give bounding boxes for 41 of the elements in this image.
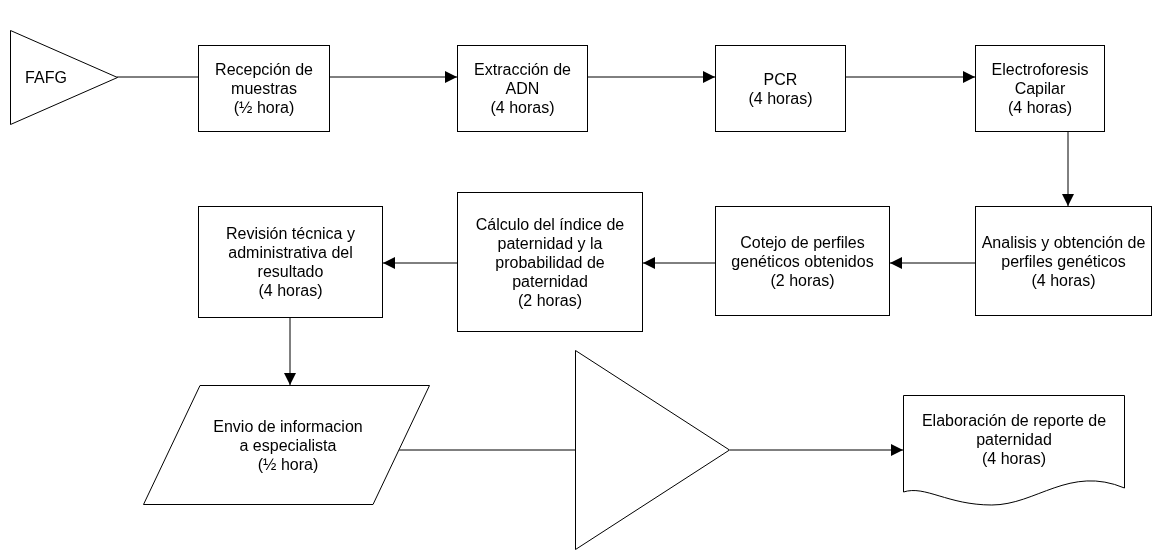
arrow	[642, 257, 716, 269]
node-label: Cálculo del índice de paternidad y la probabilidad de paternidad	[474, 214, 626, 291]
process-box	[975, 45, 1105, 132]
node-label: Analisis y obtención de perfiles genéticos	[980, 232, 1147, 271]
process-box	[715, 206, 890, 316]
process-box	[457, 45, 588, 132]
node-label: FAFG	[24, 68, 68, 87]
process-box	[198, 206, 383, 318]
arrow	[729, 444, 904, 456]
arrow	[587, 71, 716, 83]
node-label: Cotejo de perfiles genéticos obtenidos	[730, 232, 875, 271]
node-label: Electroforesis Capilar	[990, 60, 1090, 98]
node-label: Envio de informacion a especialista	[212, 416, 364, 455]
duration-label: (4 horas)	[489, 98, 556, 117]
process-box	[715, 45, 846, 132]
arrow	[889, 257, 976, 269]
node-label: Elaboración de reporte de paternidad	[920, 410, 1108, 449]
duration-label: (4 horas)	[1030, 270, 1097, 290]
duration-label: (2 horas)	[517, 290, 583, 310]
arrow	[284, 317, 296, 386]
node-label: Revisión técnica y administrativa del resultado	[225, 224, 356, 281]
duration-label: (½ hora)	[256, 454, 320, 474]
arrow	[382, 257, 458, 269]
node-label: Recepción de muestras	[214, 60, 314, 98]
node-label: PCR	[762, 69, 799, 89]
duration-label: (4 horas)	[747, 88, 814, 108]
process-box	[457, 192, 643, 332]
duration-label: (½ hora)	[232, 98, 296, 117]
data-parallelogram	[143, 385, 430, 505]
duration-label: (4 horas)	[257, 281, 324, 300]
duration-label: (4 horas)	[981, 448, 1047, 468]
node-label: Extracción de ADN	[473, 60, 572, 98]
process-box	[975, 206, 1152, 316]
duration-label: (4 horas)	[1007, 98, 1073, 117]
process-box	[198, 45, 330, 132]
duration-label: (2 horas)	[769, 270, 836, 290]
arrow	[1062, 131, 1074, 207]
triangle-shape	[575, 350, 730, 550]
arrow	[329, 71, 458, 83]
arrow	[845, 71, 976, 83]
start-triangle	[10, 30, 118, 125]
